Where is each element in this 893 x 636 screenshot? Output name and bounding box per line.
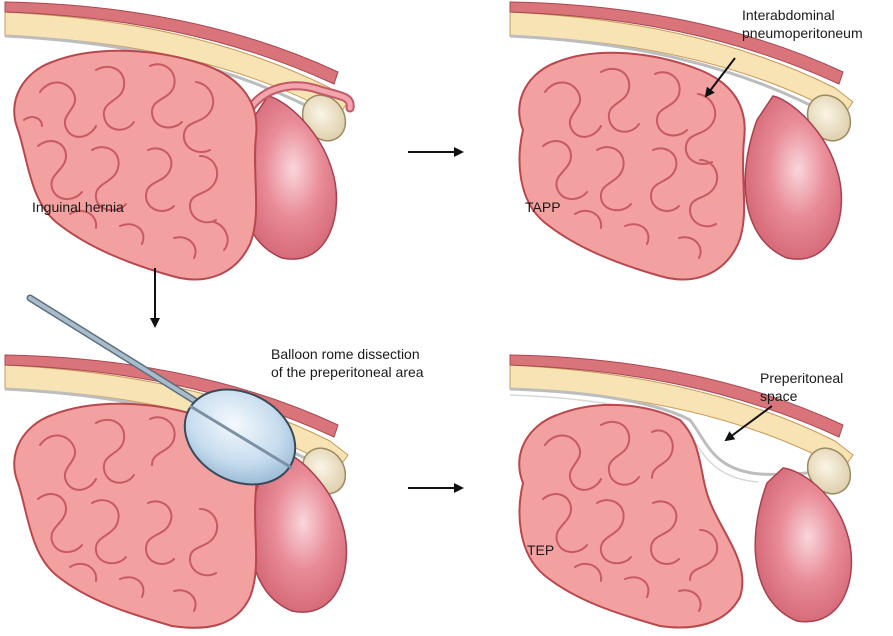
callout-preperitoneal-line1: Preperitoneal (760, 370, 843, 387)
label-inguinal-hernia: Inguinal hernia (32, 199, 124, 216)
callout-pneumoperitoneum-line2: pneumoperitoneum (742, 25, 863, 42)
callout-balloon-line2: of the preperitoneal area (271, 364, 424, 381)
bowel-loops (519, 405, 742, 628)
callout-pneumoperitoneum-line1: Interabdominal (742, 7, 835, 24)
label-tapp: TAPP (525, 199, 561, 216)
bowel-loops (14, 51, 256, 280)
bowel-loops (519, 53, 744, 280)
panel-tapp (510, 2, 859, 279)
callout-preperitoneal-line2: space (760, 388, 797, 405)
panel-inguinal-hernia (5, 2, 354, 279)
label-tep: TEP (527, 542, 554, 559)
callout-balloon-line1: Balloon rome dissection (271, 346, 420, 363)
panel-tep (510, 355, 859, 627)
